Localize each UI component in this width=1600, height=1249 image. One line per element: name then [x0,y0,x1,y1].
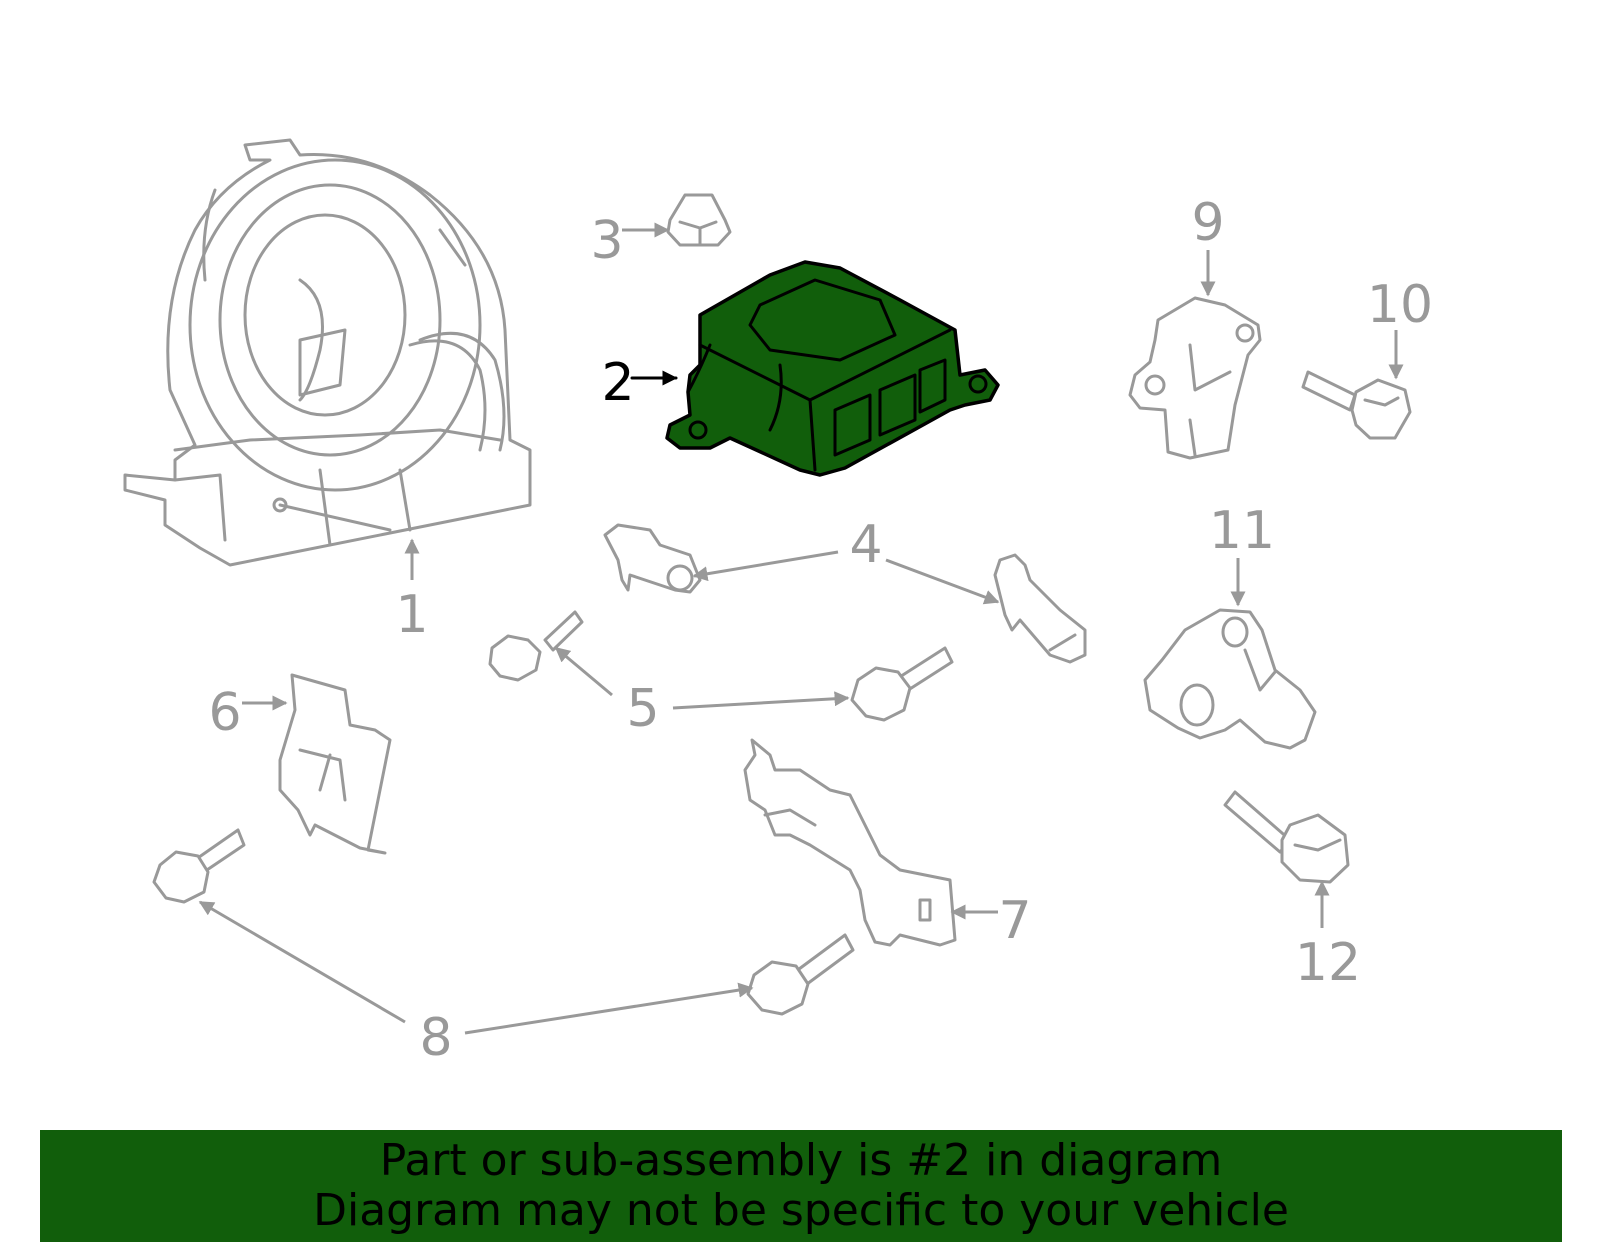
callout-4[interactable]: 4 [849,515,882,575]
callout-2[interactable]: 2 [601,353,634,413]
banner-line-part-number: Part or sub-assembly is #2 in diagram [379,1135,1223,1186]
part-8-bolt-right[interactable] [746,933,855,1016]
callout-numbers: 1 2 3 4 5 6 7 8 9 10 11 12 [208,193,1433,1068]
leader-lines [198,222,1404,1035]
part-5-bolt-left[interactable] [488,610,584,682]
part-5-bolt-right[interactable] [850,646,954,722]
callout-6[interactable]: 6 [208,683,241,743]
part-7-bracket[interactable] [743,738,957,947]
callout-5[interactable]: 5 [626,679,659,739]
part-4-sensor-right[interactable] [993,553,1087,664]
leader-8a [198,900,406,1024]
callout-8[interactable]: 8 [419,1008,452,1068]
callout-10[interactable]: 10 [1367,275,1433,335]
info-banner: Part or sub-assembly is #2 in diagram Di… [40,1130,1562,1242]
callout-11[interactable]: 11 [1209,501,1275,561]
part-9-impact-sensor[interactable] [1128,296,1262,460]
callout-3[interactable]: 3 [590,211,623,271]
banner-line-disclaimer: Diagram may not be specific to your vehi… [313,1185,1289,1236]
part-2-airbag-control-module[interactable] [665,260,1000,477]
leader-4b [885,558,1000,605]
part-8-bolt-left[interactable] [152,828,246,904]
leader-8b [464,982,754,1035]
callout-7[interactable]: 7 [998,891,1031,951]
part-6-bracket[interactable] [278,673,392,855]
part-3-nut[interactable] [666,193,732,247]
part-1-clock-spring[interactable] [123,138,532,567]
part-12-bolt[interactable] [1223,790,1350,884]
leader-5a [554,646,613,697]
part-11-sensor[interactable] [1143,608,1317,750]
callout-12[interactable]: 12 [1295,933,1361,993]
part-4-sensor-left[interactable] [603,523,702,594]
part-10-bolt[interactable] [1301,370,1412,440]
callout-1[interactable]: 1 [395,585,428,645]
leader-4a [692,550,839,582]
callout-9[interactable]: 9 [1191,193,1224,253]
leader-5b [672,691,850,710]
